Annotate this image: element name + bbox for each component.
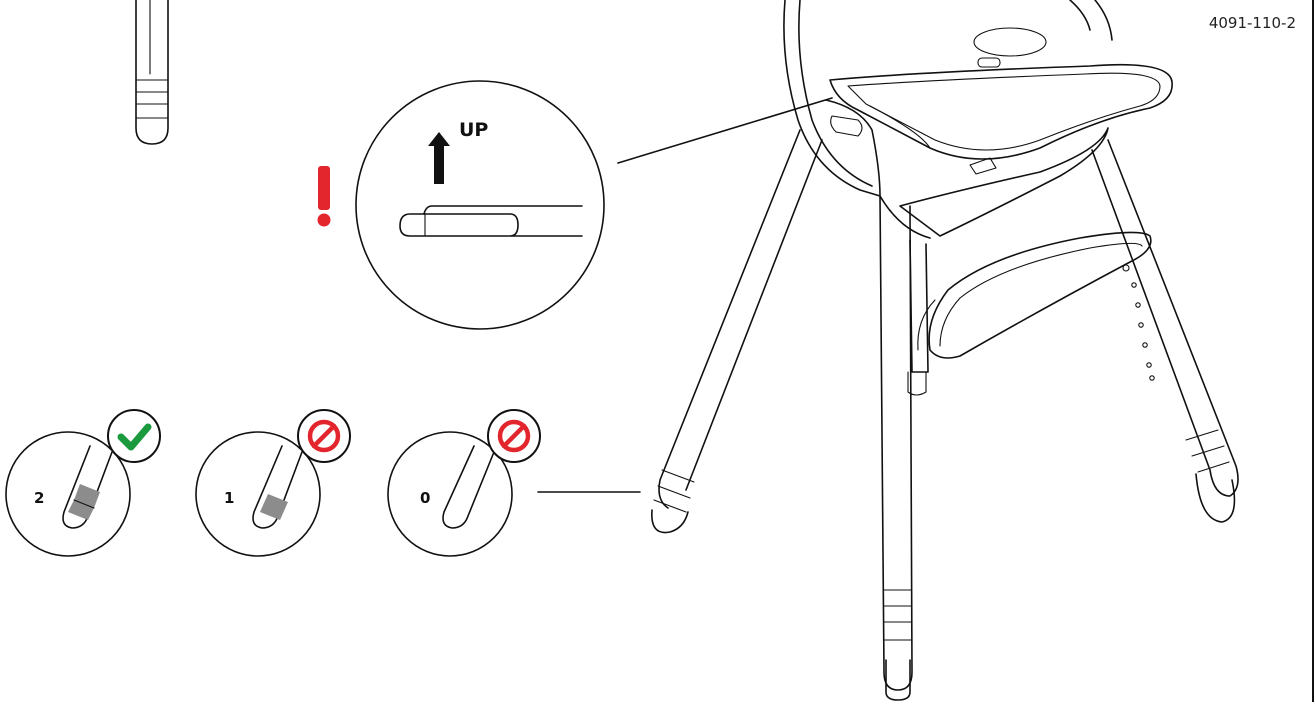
marker-label: 2 (34, 489, 44, 507)
prohibited-icon (297, 409, 351, 463)
loose-leg (135, 0, 169, 145)
marker-label: 0 (420, 489, 430, 507)
frame-border (1312, 0, 1314, 702)
prohibited-icon (487, 409, 541, 463)
marker-1-band: 1 (195, 409, 351, 557)
marker-0-bands: 0 (387, 409, 541, 557)
latch-detail-callout: UP (355, 80, 833, 330)
marker-label: 1 (224, 489, 234, 507)
warning-icon (317, 166, 331, 227)
insert-depth-indicator: 2 1 0 (5, 409, 541, 557)
checkmark-icon (107, 409, 161, 463)
arrow-up-icon (428, 132, 450, 146)
height-adjust-holes (1122, 264, 1155, 381)
direction-label: UP (459, 119, 488, 141)
high-chair-illustration (537, 0, 1239, 701)
marker-2-bands: 2 (5, 409, 161, 557)
document-code: 4091-110-2 (1208, 14, 1296, 32)
